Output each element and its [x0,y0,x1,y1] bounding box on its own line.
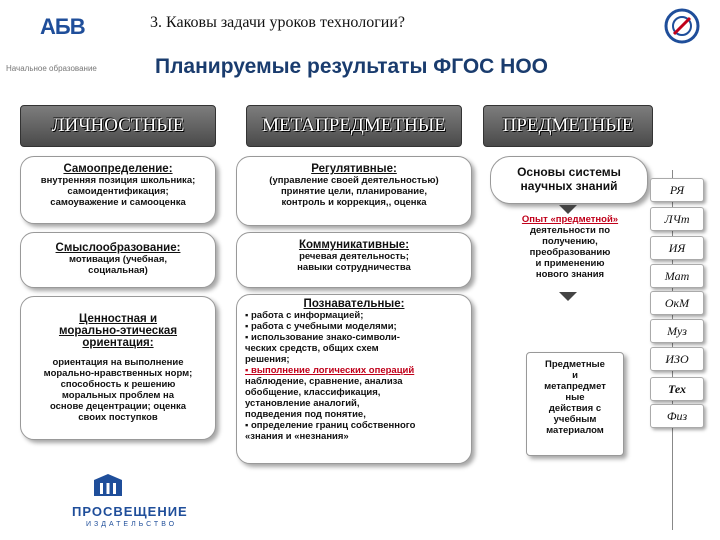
card-line: (управление своей деятельностью) [269,175,439,186]
card-line: принятие цели, планирование, [280,186,428,197]
card-heading: морально-этическая [58,325,178,337]
card-line: ные [565,392,585,403]
science-basics-card: Основы системы научных знаний [490,156,648,204]
subject-badge-reading: ЛЧт [650,207,704,231]
subject-badge-ru: РЯ [650,178,704,202]
card-line: и применению [535,258,605,269]
self-determination-card: Самоопределение: внутренняя позиция школ… [20,156,216,224]
card-heading: Регулятивные: [311,163,397,175]
card-line: самоидентификация; [67,186,169,197]
subject-badge-tech: Тех [650,377,704,401]
list-item: ▪ работа с информацией; [245,310,364,321]
card-line: социальная) [88,265,148,276]
card-line: мотивация (учебная, [68,254,167,265]
card-line: нового знания [535,269,605,280]
subject-badge-math: Мат [650,264,704,288]
sense-formation-card: Смыслообразование: мотивация (учебная, с… [20,232,216,288]
card-heading: Коммуникативные: [298,239,410,251]
card-line: внутренняя позиция школьника; [40,175,196,186]
card-line: и [572,370,578,381]
card-line: моральных проблем на [61,390,175,401]
card-line: деятельности по [529,225,611,236]
card-line: способность к решению [60,379,176,390]
list-item-highlight: ▪ выполнение логических операций [245,365,415,376]
subject-actions-card: Предметные и метапредмет ные действия с … [526,352,624,456]
card-line: речевая деятельность; [299,251,409,262]
list-item: ческих средств, общих схем [245,343,379,354]
subject-badge-art: ИЗО [650,347,704,371]
card-line: основе децентрации; оценка [49,401,187,412]
card-line: навыки сотрудничества [297,262,411,273]
experience-heading: Опыт «предметной» [521,214,619,225]
card-heading: Ценностная и [78,313,158,325]
communicative-card: Коммуникативные: речевая деятельность; н… [236,232,472,288]
list-item: решения; [245,354,290,365]
list-item: наблюдение, сравнение, анализа [245,376,403,387]
cognitive-card: Познавательные: ▪ работа с информацией; … [236,294,472,464]
publisher-brand: ПРОСВЕЩЕНИЕ [72,504,188,519]
list-item: обобщение, классификация, [245,387,381,398]
list-item: подведения под понятие, [245,409,366,420]
card-line: ориентация на выполнение [52,357,184,368]
logo-subtitle: Начальное образование [6,64,97,73]
arrow-down-icon [559,205,577,214]
card-line: морально-нравственных норм; [43,368,193,379]
task-title: 3. Каковы задачи уроков технологии? [150,14,405,31]
card-line: Основы системы [517,165,621,179]
list-item: «знания и «незнания» [245,431,349,442]
subject-badge-world: ОкМ [650,291,704,315]
list-item: ▪ использование знако-символи- [245,332,400,343]
card-line: Предметные [545,359,605,370]
arrow-down-icon [559,292,577,301]
card-line: своих поступков [78,412,158,423]
card-heading: Познавательные: [303,298,405,310]
card-line: материалом [546,425,604,436]
card-heading: Самоопределение: [63,163,173,175]
card-line: самоуважение и самооценка [50,197,186,208]
card-heading: Смыслообразование: [55,242,181,254]
page-title: Планируемые результаты ФГОС НОО [155,55,549,78]
abv-logo: АБВ [40,14,86,39]
value-orientation-card: Ценностная и морально-этическая ориентац… [20,296,216,440]
list-item: ▪ работа с учебными моделями; [245,321,397,332]
card-line: научных знаний [520,179,618,193]
subject-badge-pe: Физ [650,404,704,428]
list-item: ▪ определение границ собственного [245,420,416,431]
card-line: метапредмет [544,381,606,392]
regulatory-card: Регулятивные: (управление своей деятельн… [236,156,472,226]
card-heading: ориентация: [82,337,154,349]
cognitive-list: ▪ работа с информацией; ▪ работа с учебн… [237,310,471,442]
publisher-brand-sub: ИЗДАТЕЛЬСТВО [86,521,178,528]
card-line: контроль и коррекция,, оценка [281,197,427,208]
list-item: установление аналогий, [245,398,360,409]
meta-header: МЕТАПРЕДМЕТНЫЕ [246,105,462,147]
publisher-logo-icon [94,474,122,496]
card-line: учебным [553,414,597,425]
personal-header: ЛИЧНОСТНЫЕ [20,105,216,147]
subject-badge-music: Муз [650,319,704,343]
card-line: преобразованию [529,247,611,258]
subject-badge-foreign: ИЯ [650,236,704,260]
emblem-icon [664,8,700,44]
subject-experience-text: Опыт «предметной» деятельности по получе… [500,214,640,280]
card-line: действия с [548,403,602,414]
card-line: получению, [542,236,598,247]
subject-header: ПРЕДМЕТНЫЕ [483,105,653,147]
